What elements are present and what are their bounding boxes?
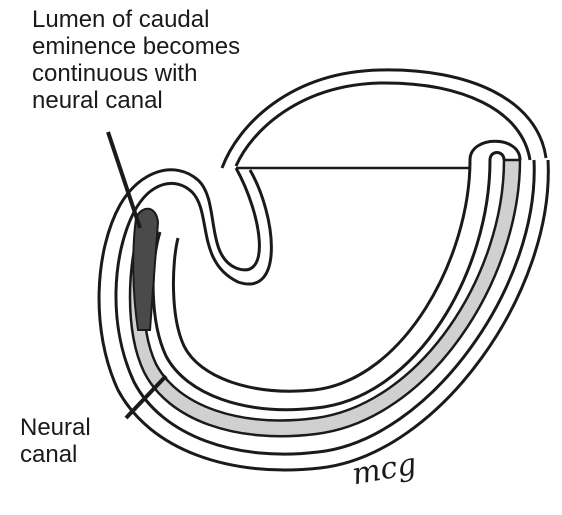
label-line: Lumen of caudal <box>32 6 240 33</box>
leader-line-neural-canal <box>126 376 166 418</box>
leader-line-lumen <box>108 132 140 228</box>
label-line: Neural <box>20 414 91 441</box>
label-neural-canal: Neural canal <box>20 414 91 468</box>
label-line: eminence becomes <box>32 33 240 60</box>
label-line: neural canal <box>32 87 240 114</box>
label-line: canal <box>20 441 91 468</box>
label-line: continuous with <box>32 60 240 87</box>
inner-wall-layers <box>153 141 520 409</box>
label-lumen-caudal-eminence: Lumen of caudal eminence becomes continu… <box>32 6 240 114</box>
neural-canal-shading <box>130 160 520 436</box>
